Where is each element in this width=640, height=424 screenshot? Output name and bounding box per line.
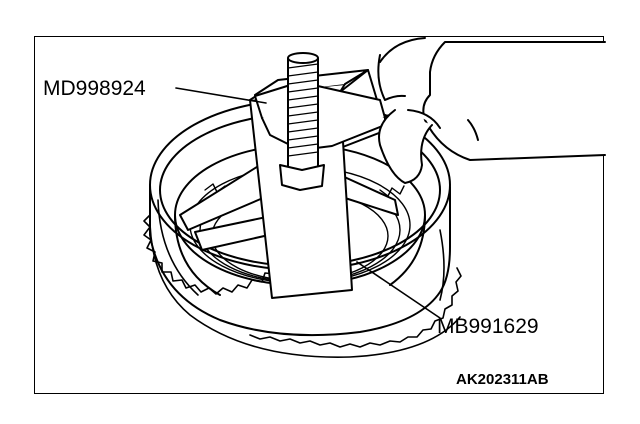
figure-id: AK202311AB	[456, 371, 549, 388]
leader-lines	[175, 87, 441, 319]
callout-label-tool-bottom: MB991629	[437, 315, 539, 338]
hand	[377, 37, 606, 184]
threaded-bolt	[279, 52, 325, 191]
callout-label-tool-top: MD998924	[43, 77, 146, 100]
